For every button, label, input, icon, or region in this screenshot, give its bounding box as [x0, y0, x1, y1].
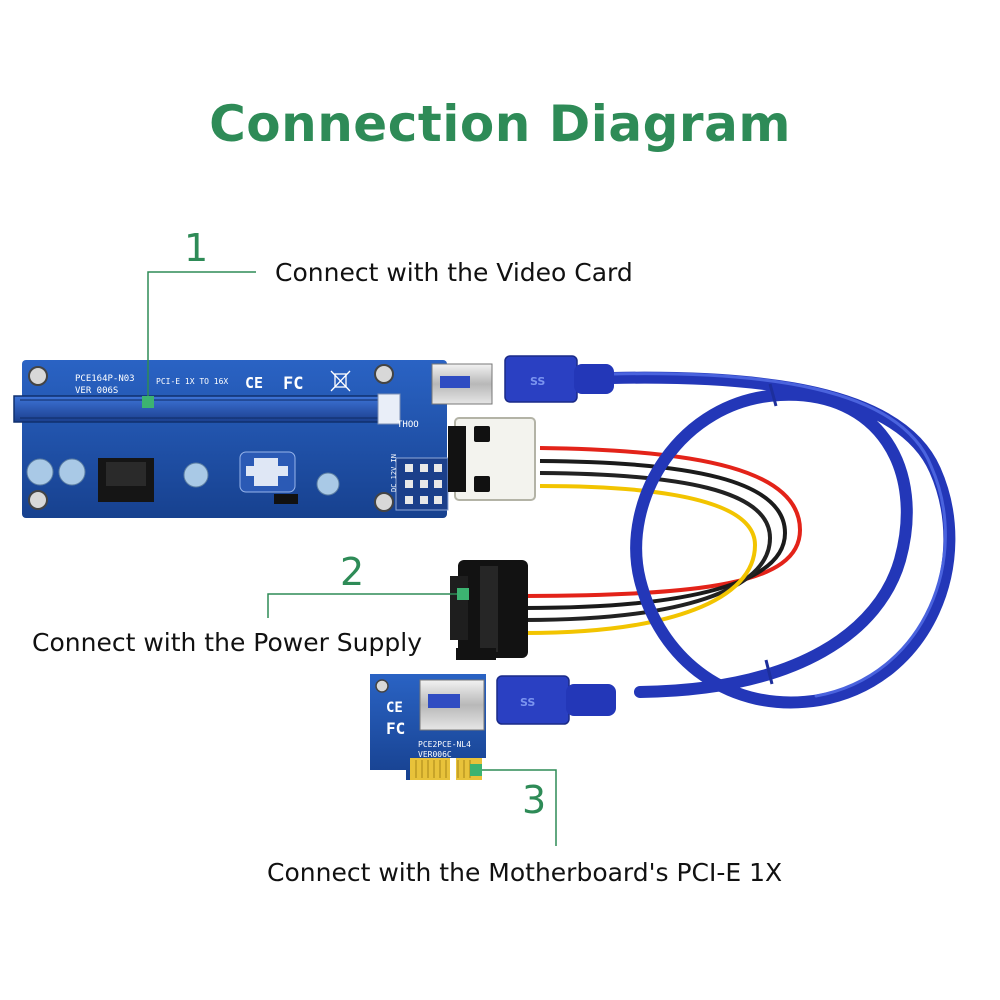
slot-pins — [20, 399, 384, 419]
sata-tab — [456, 648, 496, 660]
adapter-ce-mark: CE — [386, 700, 403, 716]
adapter-version-text: VER006C — [418, 750, 452, 759]
step-number-3: 3 — [522, 778, 547, 822]
callout-marker-3 — [470, 764, 482, 776]
adapter-usb-plug: SS — [496, 675, 616, 725]
riser-ce-mark: CE — [245, 374, 263, 392]
step-label-1: Connect with the Video Card — [275, 258, 633, 287]
weee-bin-icon — [330, 370, 351, 392]
sata-power-connector — [450, 560, 528, 660]
sata-ridge — [480, 566, 498, 652]
molex-connector — [454, 417, 536, 501]
step-label-2: Connect with the Power Supply — [32, 628, 423, 657]
capacitor-ec5 — [316, 472, 340, 496]
capacitor-ec1 — [26, 458, 54, 486]
molex-clip — [448, 426, 466, 492]
callout-line-1 — [147, 271, 256, 402]
chip-u2 — [274, 494, 298, 504]
riser-version-text: VER 006S — [75, 386, 118, 396]
riser-board: PCE164P-N03 VER 006S PCI-E 1X TO 16X CE … — [13, 360, 536, 518]
power-header-pins — [405, 464, 442, 504]
cable-ties — [764, 383, 778, 685]
step-label-3: Connect with the Motherboard's PCI-E 1X — [267, 858, 783, 887]
riser-fc-mark: FC — [283, 374, 303, 394]
mount-hole-1 — [28, 366, 48, 386]
regulator-tab — [106, 462, 146, 486]
power-in-text: DC 12V IN — [390, 454, 398, 492]
callout-marker-2 — [457, 588, 469, 600]
step-number-1: 1 — [184, 226, 209, 270]
riser-interface-text: PCI-E 1X TO 16X — [156, 377, 228, 386]
slot-latch — [377, 393, 401, 425]
callout-line-2 — [267, 593, 462, 618]
adapter-usb-port-tongue — [428, 694, 460, 708]
adapter-usb-plug-boot — [566, 684, 616, 716]
power-wires — [524, 446, 803, 635]
cable-tie-1 — [768, 383, 778, 407]
gold-finger-notch — [450, 758, 456, 780]
callout-lines — [147, 271, 557, 846]
usb-cable-highlight — [610, 372, 947, 698]
capacitor-ec2 — [58, 458, 86, 486]
riser-model-text: PCE164P-N03 — [75, 374, 135, 384]
riser-usb-port-tongue — [440, 376, 470, 388]
adapter-fc-mark: FC — [386, 719, 405, 738]
capacitor-ec3 — [183, 462, 209, 488]
diagram-title: Connection Diagram — [209, 95, 791, 153]
sata-latch — [450, 576, 468, 640]
step-number-2: 2 — [340, 550, 365, 594]
adapter-board: CE FC PCE2PCE-NL4 VER006C — [370, 674, 486, 780]
mount-hole-4 — [374, 492, 394, 512]
riser-usb-plug-boot — [574, 364, 614, 394]
mount-hole-3 — [28, 490, 48, 510]
riser-slot-text: THOO — [397, 420, 419, 430]
gold-finger-lines — [415, 760, 471, 778]
molex-pin-1 — [474, 426, 490, 442]
callout-line-3 — [476, 769, 557, 846]
usb-cable — [606, 371, 956, 709]
callout-marker-1 — [142, 396, 154, 408]
adapter-usb-ss-logo: SS — [520, 696, 535, 709]
cable-tie-2 — [764, 659, 774, 685]
mount-hole-2 — [374, 364, 394, 384]
chip-u3-h — [246, 466, 288, 476]
molex-pin-2 — [474, 476, 490, 492]
riser-usb-ss-logo: SS — [530, 375, 545, 388]
riser-usb-plug: SS — [504, 355, 614, 403]
adapter-model-text: PCE2PCE-NL4 — [418, 740, 471, 749]
wire-red-1 — [524, 446, 803, 598]
adapter-mount-hole — [375, 679, 389, 693]
